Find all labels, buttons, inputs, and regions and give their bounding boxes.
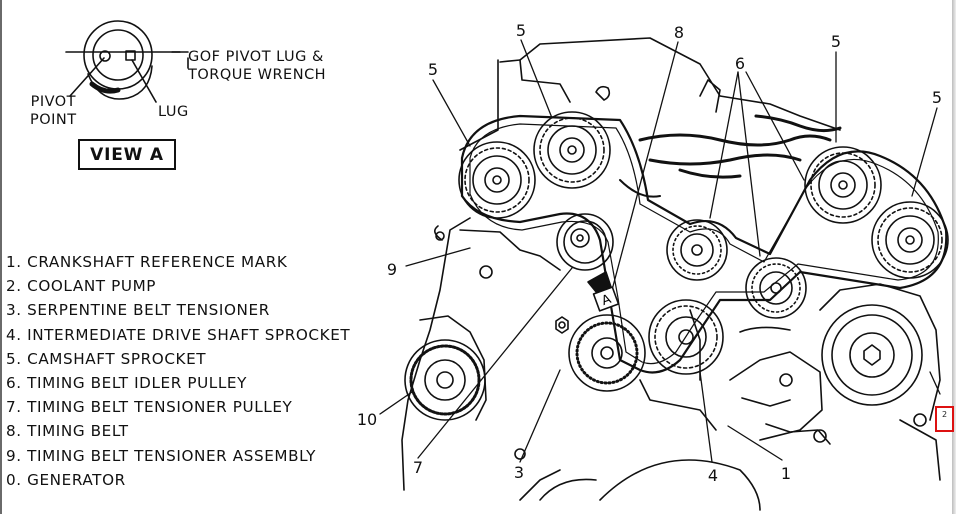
intermediate-shaft-sprocket [648,299,724,375]
cam-sprocket-right-outer [871,201,949,279]
component-legend: 1. CRANKSHAFT REFERENCE MARK 2. COOLANT … [6,250,350,492]
callout-5-right-inner: 5 [830,32,842,51]
callout-3: 3 [513,463,525,482]
legend-item: 9. TIMING BELT TENSIONER ASSEMBLY [6,446,317,465]
callout-10: 10 [356,410,378,429]
serpentine-tensioner-pulley [568,314,646,392]
idler-pulley-lower [745,257,807,319]
cam-sprocket-left-inner [533,111,611,189]
callout-8: 8 [673,23,685,42]
cam-sprocket-right-inner [804,146,882,224]
callout-6: 6 [734,54,746,73]
view-a-arrow [587,271,620,312]
coolant-pump-pulley [821,304,923,406]
callout-5-left-inner: 5 [515,21,527,40]
lug-label: LUG [158,104,189,120]
pivot-point-label-line2: POINT [30,112,77,128]
idler-pulley-upper [666,219,728,281]
hex-bolt [555,316,569,334]
legend-item: 7. TIMING BELT TENSIONER PULLEY [6,398,293,417]
pivot-point-label: PIVOT POINT [30,93,77,129]
wrench-label-line2: TORQUE WRENCH [188,67,327,83]
right-scrollbar-edge[interactable] [952,0,956,514]
callout-5-left-outer: 5 [427,60,439,79]
tensioner-pulley [556,213,614,271]
callout-5-right-outer: 5 [931,88,943,107]
lug-mark [125,50,136,61]
legend-item: 2. COOLANT PUMP [6,277,157,296]
legend-item: 1. CRANKSHAFT REFERENCE MARK [6,253,288,271]
legend-item: 8. TIMING BELT [6,422,129,441]
crank-area [435,231,927,460]
callout-4: 4 [707,466,719,485]
leader-lines [379,39,941,463]
generator [404,315,487,421]
view-a-detail [65,20,189,103]
legend-item: 3. SERPENTINE BELT TENSIONER [6,301,270,320]
callout-9: 9 [386,260,398,279]
view-a-label: VIEW A [78,139,176,170]
wrench-label-line1: GOF PIVOT LUG & [188,49,324,65]
legend-item: 0. GENERATOR [6,470,126,489]
wrench-label: GOF PIVOT LUG & TORQUE WRENCH [188,48,326,84]
legend-item: 6. TIMING BELT IDLER PULLEY [6,373,247,392]
timing-belt [460,114,948,374]
legend-item: 5. CAMSHAFT SPROCKET [6,349,207,368]
page-number-badge[interactable]: 2 [935,406,954,432]
pivot-point-label-line1: PIVOT [30,94,77,110]
legend-item: 4. INTERMEDIATE DRIVE SHAFT SPROCKET [6,325,351,344]
callout-1: 1 [780,464,792,483]
engine-block-outline [401,37,941,511]
left-frame-edge [0,0,2,514]
callout-7: 7 [412,458,424,477]
pivot-point-mark [99,50,111,62]
cam-sprocket-left-outer [458,141,536,219]
